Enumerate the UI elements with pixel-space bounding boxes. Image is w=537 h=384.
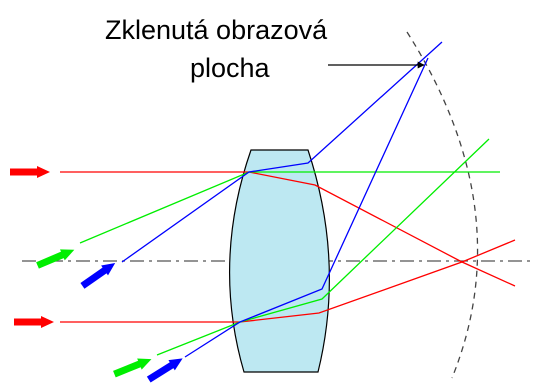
green-arrow-lower [113, 358, 152, 378]
lens [228, 149, 330, 373]
red-ray-upper [60, 171, 516, 263]
caption-line-1: Zklenutá obrazová [105, 15, 328, 45]
red-arrow-lower [14, 316, 54, 328]
red-arrow-upper [10, 166, 50, 178]
green-arrow-upper [36, 249, 75, 269]
red-ray-lower [60, 261, 516, 323]
caption-line-2: plocha [190, 53, 270, 83]
blue-ray-lower [184, 57, 429, 358]
blue-ray-upper [121, 41, 443, 263]
blue-arrow-upper [80, 262, 116, 289]
curved-image-surface [406, 31, 479, 379]
blue-arrow-lower [146, 358, 183, 383]
green-ray-lower [156, 138, 490, 356]
